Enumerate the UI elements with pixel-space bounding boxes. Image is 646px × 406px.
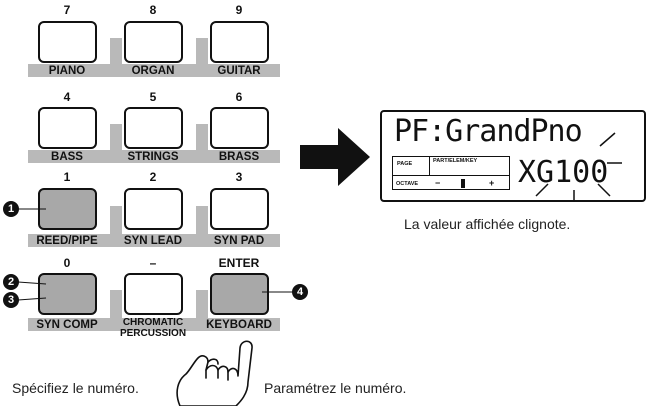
key-label-brass: BRASS bbox=[218, 151, 260, 163]
key-5-strings[interactable] bbox=[124, 107, 183, 149]
strip-divider bbox=[110, 124, 122, 150]
callout-1: 1 bbox=[3, 201, 19, 217]
strip-divider bbox=[110, 290, 122, 318]
strip-divider bbox=[196, 38, 208, 64]
label-strip bbox=[28, 234, 280, 247]
key-number-8: 8 bbox=[149, 3, 157, 17]
key-0-syn-comp[interactable] bbox=[38, 273, 97, 315]
caption-set: Paramétrez le numéro. bbox=[264, 380, 407, 396]
arrow-right-icon bbox=[300, 128, 370, 186]
strip-divider bbox=[110, 206, 122, 234]
strip-divider bbox=[196, 290, 208, 318]
key-9-guitar[interactable] bbox=[210, 21, 269, 63]
callout-4: 4 bbox=[292, 284, 308, 300]
callout-2: 2 bbox=[3, 274, 19, 290]
strip-divider bbox=[110, 38, 122, 64]
display-caption: La valeur affichée clignote. bbox=[404, 216, 571, 232]
key-label-guitar: GUITAR bbox=[217, 65, 261, 77]
key-number-7: 7 bbox=[63, 3, 71, 17]
key-label-bass: BASS bbox=[51, 151, 83, 163]
lcd-bank-value: XG100 bbox=[518, 155, 609, 190]
strip-divider bbox=[196, 206, 208, 234]
label-strip bbox=[28, 318, 280, 331]
key-label-organ: ORGAN bbox=[131, 65, 175, 77]
key-number-0: 0 bbox=[63, 256, 71, 270]
key-2-syn-lead[interactable] bbox=[124, 188, 183, 230]
key-6-brass[interactable] bbox=[210, 107, 269, 149]
callout-3: 3 bbox=[3, 292, 19, 308]
lcd-plus: + bbox=[489, 178, 495, 188]
key-enter-keyboard[interactable] bbox=[210, 273, 269, 315]
key-number-1: 1 bbox=[63, 170, 71, 184]
lcd-octave-label: OCTAVE bbox=[396, 181, 419, 187]
key-number-2: 2 bbox=[149, 170, 157, 184]
key-4-bass[interactable] bbox=[38, 107, 97, 149]
key-8-organ[interactable] bbox=[124, 21, 183, 63]
key-7-piano[interactable] bbox=[38, 21, 97, 63]
lcd-page-label: PAGE bbox=[397, 161, 413, 167]
lcd-voice-name: PF:GrandPno bbox=[394, 114, 583, 149]
key-number-4: 4 bbox=[63, 90, 71, 104]
key-label-reed-pipe: REED/PIPE bbox=[36, 235, 98, 247]
key-label-syn-comp: SYN COMP bbox=[36, 319, 98, 331]
lcd-minus: − bbox=[435, 178, 441, 188]
key-minus-chromatic-percussion[interactable] bbox=[124, 273, 183, 315]
key-label-piano: PIANO bbox=[48, 65, 86, 77]
key-label-percussion: PERCUSSION bbox=[119, 328, 187, 339]
caption-specify: Spécifiez le numéro. bbox=[12, 380, 139, 396]
key-label-strings: STRINGS bbox=[127, 151, 179, 163]
key-number-5: 5 bbox=[149, 90, 157, 104]
key-number-minus: – bbox=[149, 256, 157, 270]
key-label-keyboard: KEYBOARD bbox=[206, 319, 272, 331]
lcd-indicator-box: PAGE PART/ELEM/KEY OCTAVE − + bbox=[392, 156, 510, 190]
key-number-3: 3 bbox=[235, 170, 243, 184]
key-label-syn-pad: SYN PAD bbox=[213, 235, 265, 247]
label-strip bbox=[28, 64, 280, 77]
key-number-enter: ENTER bbox=[218, 256, 260, 270]
lcd-part-label: PART/ELEM/KEY bbox=[433, 158, 478, 164]
label-strip bbox=[28, 150, 280, 163]
key-number-9: 9 bbox=[235, 3, 243, 17]
key-label-chromatic: CHROMATIC bbox=[122, 317, 184, 328]
strip-divider bbox=[196, 124, 208, 150]
lcd-octave-marker bbox=[461, 179, 465, 188]
key-3-syn-pad[interactable] bbox=[210, 188, 269, 230]
key-number-6: 6 bbox=[235, 90, 243, 104]
key-label-syn-lead: SYN LEAD bbox=[123, 235, 183, 247]
hand-pointer-icon bbox=[176, 340, 253, 406]
